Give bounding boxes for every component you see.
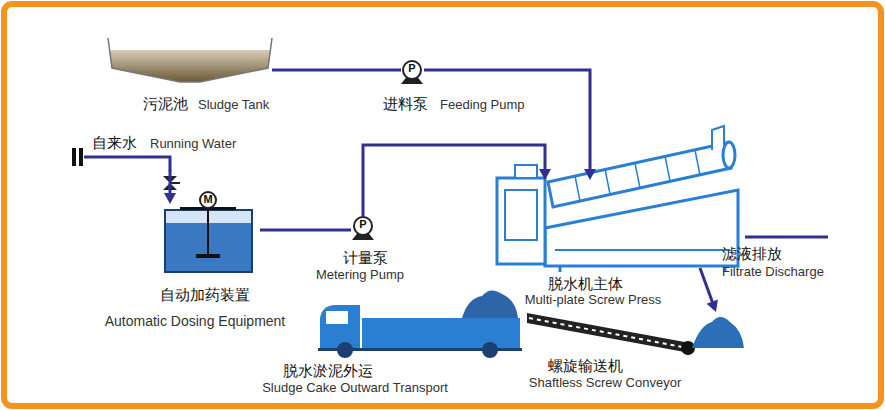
mixer-shaft [207,208,209,256]
pump-symbol [403,61,421,79]
equipment-label: Multi-plate Screw Press [525,292,662,308]
flow-line [363,145,551,217]
motor-symbol [200,192,216,208]
arrow-head [164,193,176,204]
flow-line [164,170,176,204]
pump-symbol [354,217,372,235]
equipment-label: M [203,193,212,206]
equipment-label: 污泥池 [143,95,188,113]
equipment-label: Feeding Pump [440,97,525,113]
equipment-label: Automatic Dosing Equipment [105,313,286,330]
frame-border [4,4,881,406]
equipment-label: 计量泵 [343,249,388,267]
flow-line-path [260,229,351,232]
equipment-label: P [359,218,366,231]
mixer-blade [196,254,220,258]
equipment-label: Sludge Tank [198,97,269,113]
equipment-label: Filtrate Discharge [722,264,824,280]
arrow-head [707,300,718,312]
pipe-end [72,148,76,166]
screw-conveyor [527,313,744,355]
flow-line [260,230,351,231]
equipment-node: P计量泵Metering Pump [351,217,375,241]
equipment-label: 脱水淤泥外运 [283,362,373,380]
screw-press [497,126,738,272]
equipment-node: 污泥池Sludge Tank [108,38,272,84]
press-plates [575,150,700,201]
equipment-node: 滤液排放Filtrate Discharge [712,237,840,283]
equipment-node: 自来水 Running Water [68,132,258,170]
flow-line-path [272,69,401,72]
flow-line [700,268,718,312]
flow-line-path [363,145,545,217]
tank-outline [108,38,272,82]
flow-line-path [424,70,590,171]
flow-line-path [745,236,828,239]
pipe-end [79,148,83,166]
equipment-label: P [408,62,415,75]
flow-line-path [169,170,172,195]
flow-line [272,70,401,71]
arrow-head [584,169,596,180]
water-pipe [84,157,170,171]
flow-line-path [700,268,713,304]
equipment-node: M自动加药装置Automatic Dosing Equipment [160,204,260,276]
flow-line [745,237,828,238]
equipment-label: 螺旋输送机 [548,357,623,375]
equipment-label: 进料泵 [383,95,428,113]
equipment-node: 脱水机主体Multi-plate Screw Press [490,180,745,268]
equipment-label: Metering Pump [316,267,404,283]
equipment-node: 脱水淤泥外运Sludge Cake Outward Transport [318,288,525,358]
equipment-label: 脱水机主体 [548,275,623,293]
flow-line [424,70,596,180]
equipment-label: 滤液排放 [722,245,782,263]
sludge-fill [109,50,271,82]
equipment-label: 自来水 [92,134,137,152]
equipment-label: Sludge Cake Outward Transport [262,380,448,396]
equipment-label: Shaftless Screw Conveyor [529,375,681,391]
equipment-node: P进料泵Feeding Pump [401,60,424,85]
arrow-head [539,169,551,180]
equipment-label: Running Water [150,136,236,152]
truck [318,290,522,358]
equipment-label: 自动加药装置 [160,286,250,304]
equipment-node: 螺旋输送机Shaftless Screw Conveyor [688,312,744,348]
